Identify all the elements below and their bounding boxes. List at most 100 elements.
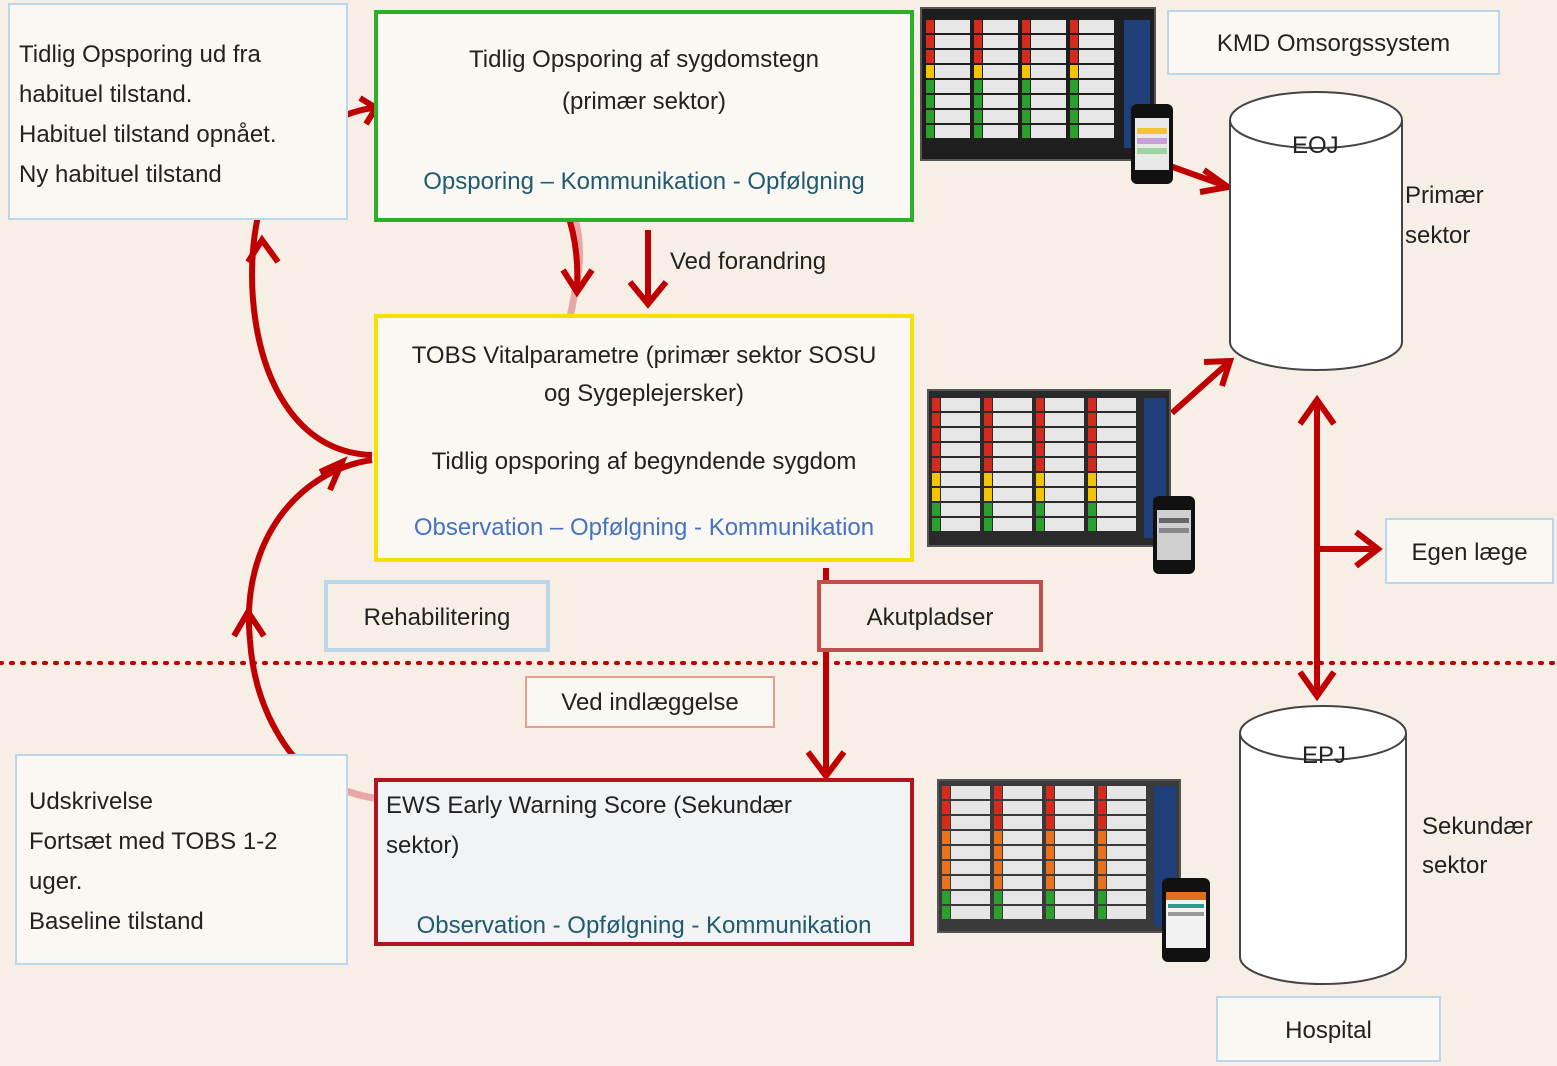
admission-arrowhead [805,750,847,781]
score-tile [1022,50,1030,63]
rehab-arc [245,457,373,641]
eoj-epj-arrowhead-up [1297,394,1337,426]
score-tile [994,906,1002,919]
patient-card [983,80,1018,93]
ved-indlaeggelse-label: Ved indlæggelse [561,689,739,716]
patient-card [951,801,990,814]
score-tile [1046,786,1054,799]
patient-card [1097,413,1136,426]
score-tile [1098,861,1106,874]
tobs-line1: TOBS Vitalparametre (primær sektor SOSU [411,342,877,369]
patient-card [951,786,990,799]
patient-card [1003,786,1042,799]
note-line: Baseline tilstand [29,908,204,935]
patient-card [941,428,980,441]
score-tile [984,458,992,471]
score-tile [1088,503,1096,516]
score-tile [926,110,934,123]
score-tile [932,488,940,501]
score-tile [974,35,982,48]
patient-card [941,518,980,531]
rehabilitering-label: Rehabilitering [363,604,511,631]
score-tile [1098,831,1106,844]
epj-label: EPJ [1302,742,1347,769]
patient-card [1031,65,1066,78]
phone-top [1131,104,1173,184]
patient-card [1031,50,1066,63]
score-tile [984,443,992,456]
patient-card [1107,846,1146,859]
score-tile [932,518,940,531]
patient-card [1003,891,1042,904]
score-tile [1022,95,1030,108]
score-tile [984,518,992,531]
score-tile [994,786,1002,799]
egen-laege-box: Egen læge [1385,518,1554,584]
score-tile [1098,801,1106,814]
patient-card [1055,891,1094,904]
note-line: Ny habituel tilstand [19,161,222,188]
score-tile [1036,443,1044,456]
patient-card [1107,861,1146,874]
score-tile [1046,816,1054,829]
score-tile [1022,110,1030,123]
score-tile [1022,125,1030,138]
phone-bottom [1162,878,1210,962]
score-tile [942,876,950,889]
patient-card [941,443,980,456]
patient-card [1031,110,1066,123]
score-tile [926,125,934,138]
patient-card [983,65,1018,78]
score-tile [1070,125,1078,138]
score-tile [1046,831,1054,844]
score-tile [942,786,950,799]
patient-card [993,398,1032,411]
score-tile [1070,80,1078,93]
akutpladser-box: Akutpladser [817,580,1043,652]
score-tile [932,428,940,441]
patient-card [951,861,990,874]
score-tile [942,861,950,874]
score-tile [1070,20,1078,33]
score-tile [974,65,982,78]
ews-box: EWS Early Warning Score (Sekundær sektor… [374,778,914,946]
score-tile [974,95,982,108]
tobs-line2: og Sygeplejersker) [543,380,745,407]
patient-card [1079,110,1114,123]
score-tile [1070,50,1078,63]
score-tile [1098,786,1106,799]
patient-card [1097,488,1136,501]
patient-card [993,518,1032,531]
score-tile [974,20,982,33]
patient-card [1107,876,1146,889]
score-tile [984,503,992,516]
patient-card [1031,125,1066,138]
patient-card [1045,428,1084,441]
score-tile [1088,428,1096,441]
patient-card [1079,80,1114,93]
patient-card [1045,488,1084,501]
patient-card [1079,35,1114,48]
score-tile [1022,65,1030,78]
hospital-box: Hospital [1216,996,1441,1062]
patient-card [941,503,980,516]
patient-card [1031,35,1066,48]
primary-sector-detection-box: Tidlig Opsporing af sygdomstegn (primær … [374,10,914,222]
score-tile [1046,846,1054,859]
score-tile [1098,816,1106,829]
score-tile [994,846,1002,859]
patient-card [1097,473,1136,486]
score-tile [1046,906,1054,919]
patient-card [935,50,970,63]
kmd-box: KMD Omsorgssystem [1167,10,1500,75]
score-tile [926,35,934,48]
score-tile [942,891,950,904]
patient-card [1055,816,1094,829]
score-tile [1022,80,1030,93]
cycle-arrowhead-left [245,234,281,264]
patient-card [1003,816,1042,829]
patient-card [1055,846,1094,859]
score-tile [932,413,940,426]
patient-card [1003,861,1042,874]
green-box-title-line1: Tidlig Opsporing af sygdomstegn [469,46,819,73]
